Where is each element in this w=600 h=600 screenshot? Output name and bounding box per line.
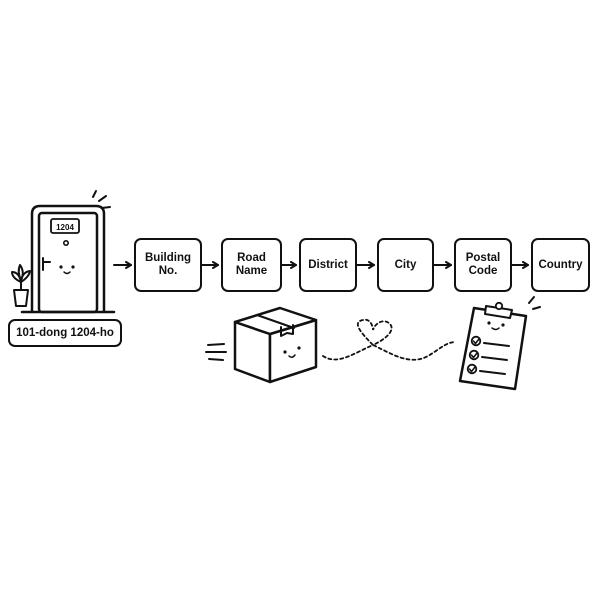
clipboard-checklist-icon: [458, 296, 541, 391]
step-city: City: [377, 238, 434, 292]
package-box-icon: [205, 306, 318, 384]
address-label: 101-dong 1204-ho: [8, 319, 122, 347]
step-road-name: Road Name: [221, 238, 282, 292]
heart-dashed-path-icon: [322, 318, 457, 361]
step-district-label: District: [308, 258, 348, 271]
step-postal-code: Postal Code: [454, 238, 512, 292]
step-country-label: Country: [538, 258, 583, 271]
step-postal-code-label: Postal Code: [465, 252, 501, 277]
step-building-no-label: Building No.: [145, 252, 191, 277]
step-country: Country: [531, 238, 590, 292]
door-number-plate: 1204: [56, 222, 74, 232]
step-district: District: [299, 238, 357, 292]
door-icon: [20, 190, 116, 314]
step-city-label: City: [394, 258, 417, 271]
step-road-name-label: Road Name: [235, 252, 268, 277]
step-building-no: Building No.: [134, 238, 202, 292]
plant-icon: [11, 264, 31, 307]
